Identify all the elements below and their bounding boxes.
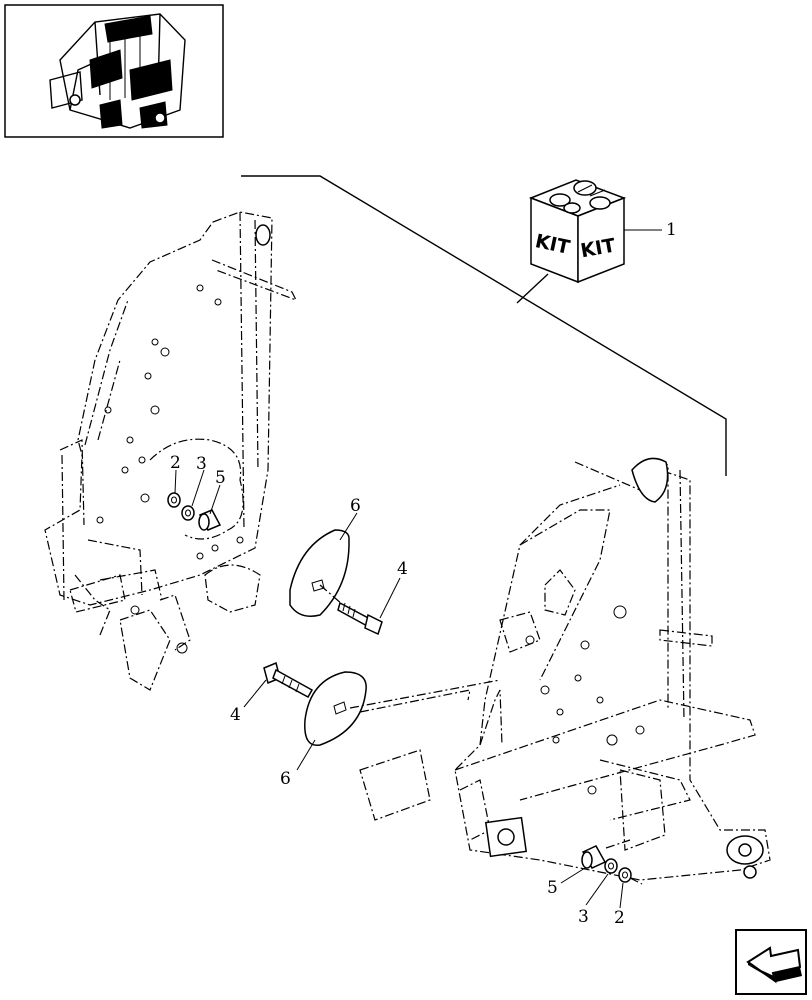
bolt-lower[interactable] <box>263 661 314 699</box>
callout-spacer-ring-lower[interactable]: 3 <box>578 907 589 927</box>
callout-disc-lower[interactable]: 6 <box>280 769 291 789</box>
callout-bushing-lower[interactable]: 5 <box>547 878 558 898</box>
callout-disc-upper[interactable]: 6 <box>350 496 361 516</box>
washer-lower[interactable] <box>618 867 632 883</box>
washer-upper[interactable] <box>167 492 181 508</box>
disc-lower[interactable] <box>304 671 367 747</box>
spacer-ring-lower[interactable] <box>604 858 618 874</box>
spacer-ring-upper[interactable] <box>181 505 195 521</box>
left-side-frame <box>44 211 298 691</box>
return-arrow-icon[interactable] <box>735 929 807 995</box>
callout-bolt-upper[interactable]: 4 <box>397 559 408 579</box>
bushing-lower[interactable] <box>581 845 607 869</box>
callout-bolt-lower[interactable]: 4 <box>230 705 241 725</box>
callout-bushing-upper[interactable]: 5 <box>215 468 226 488</box>
callout-washer-lower[interactable]: 2 <box>614 908 625 928</box>
disc-upper[interactable] <box>289 529 350 617</box>
callout-kit[interactable]: 1 <box>666 220 677 240</box>
callout-spacer-ring-upper[interactable]: 3 <box>196 454 207 474</box>
callout-washer-upper[interactable]: 2 <box>170 453 181 473</box>
baler-thumbnail-icon <box>49 13 186 129</box>
bushing-upper[interactable] <box>198 509 222 531</box>
assembly-thumbnail[interactable] <box>4 4 224 138</box>
bolt-upper[interactable] <box>337 601 383 636</box>
assembly-bracket <box>241 175 727 476</box>
kit-box-icon[interactable]: KIT KIT <box>528 179 627 284</box>
right-side-frame <box>359 457 771 881</box>
